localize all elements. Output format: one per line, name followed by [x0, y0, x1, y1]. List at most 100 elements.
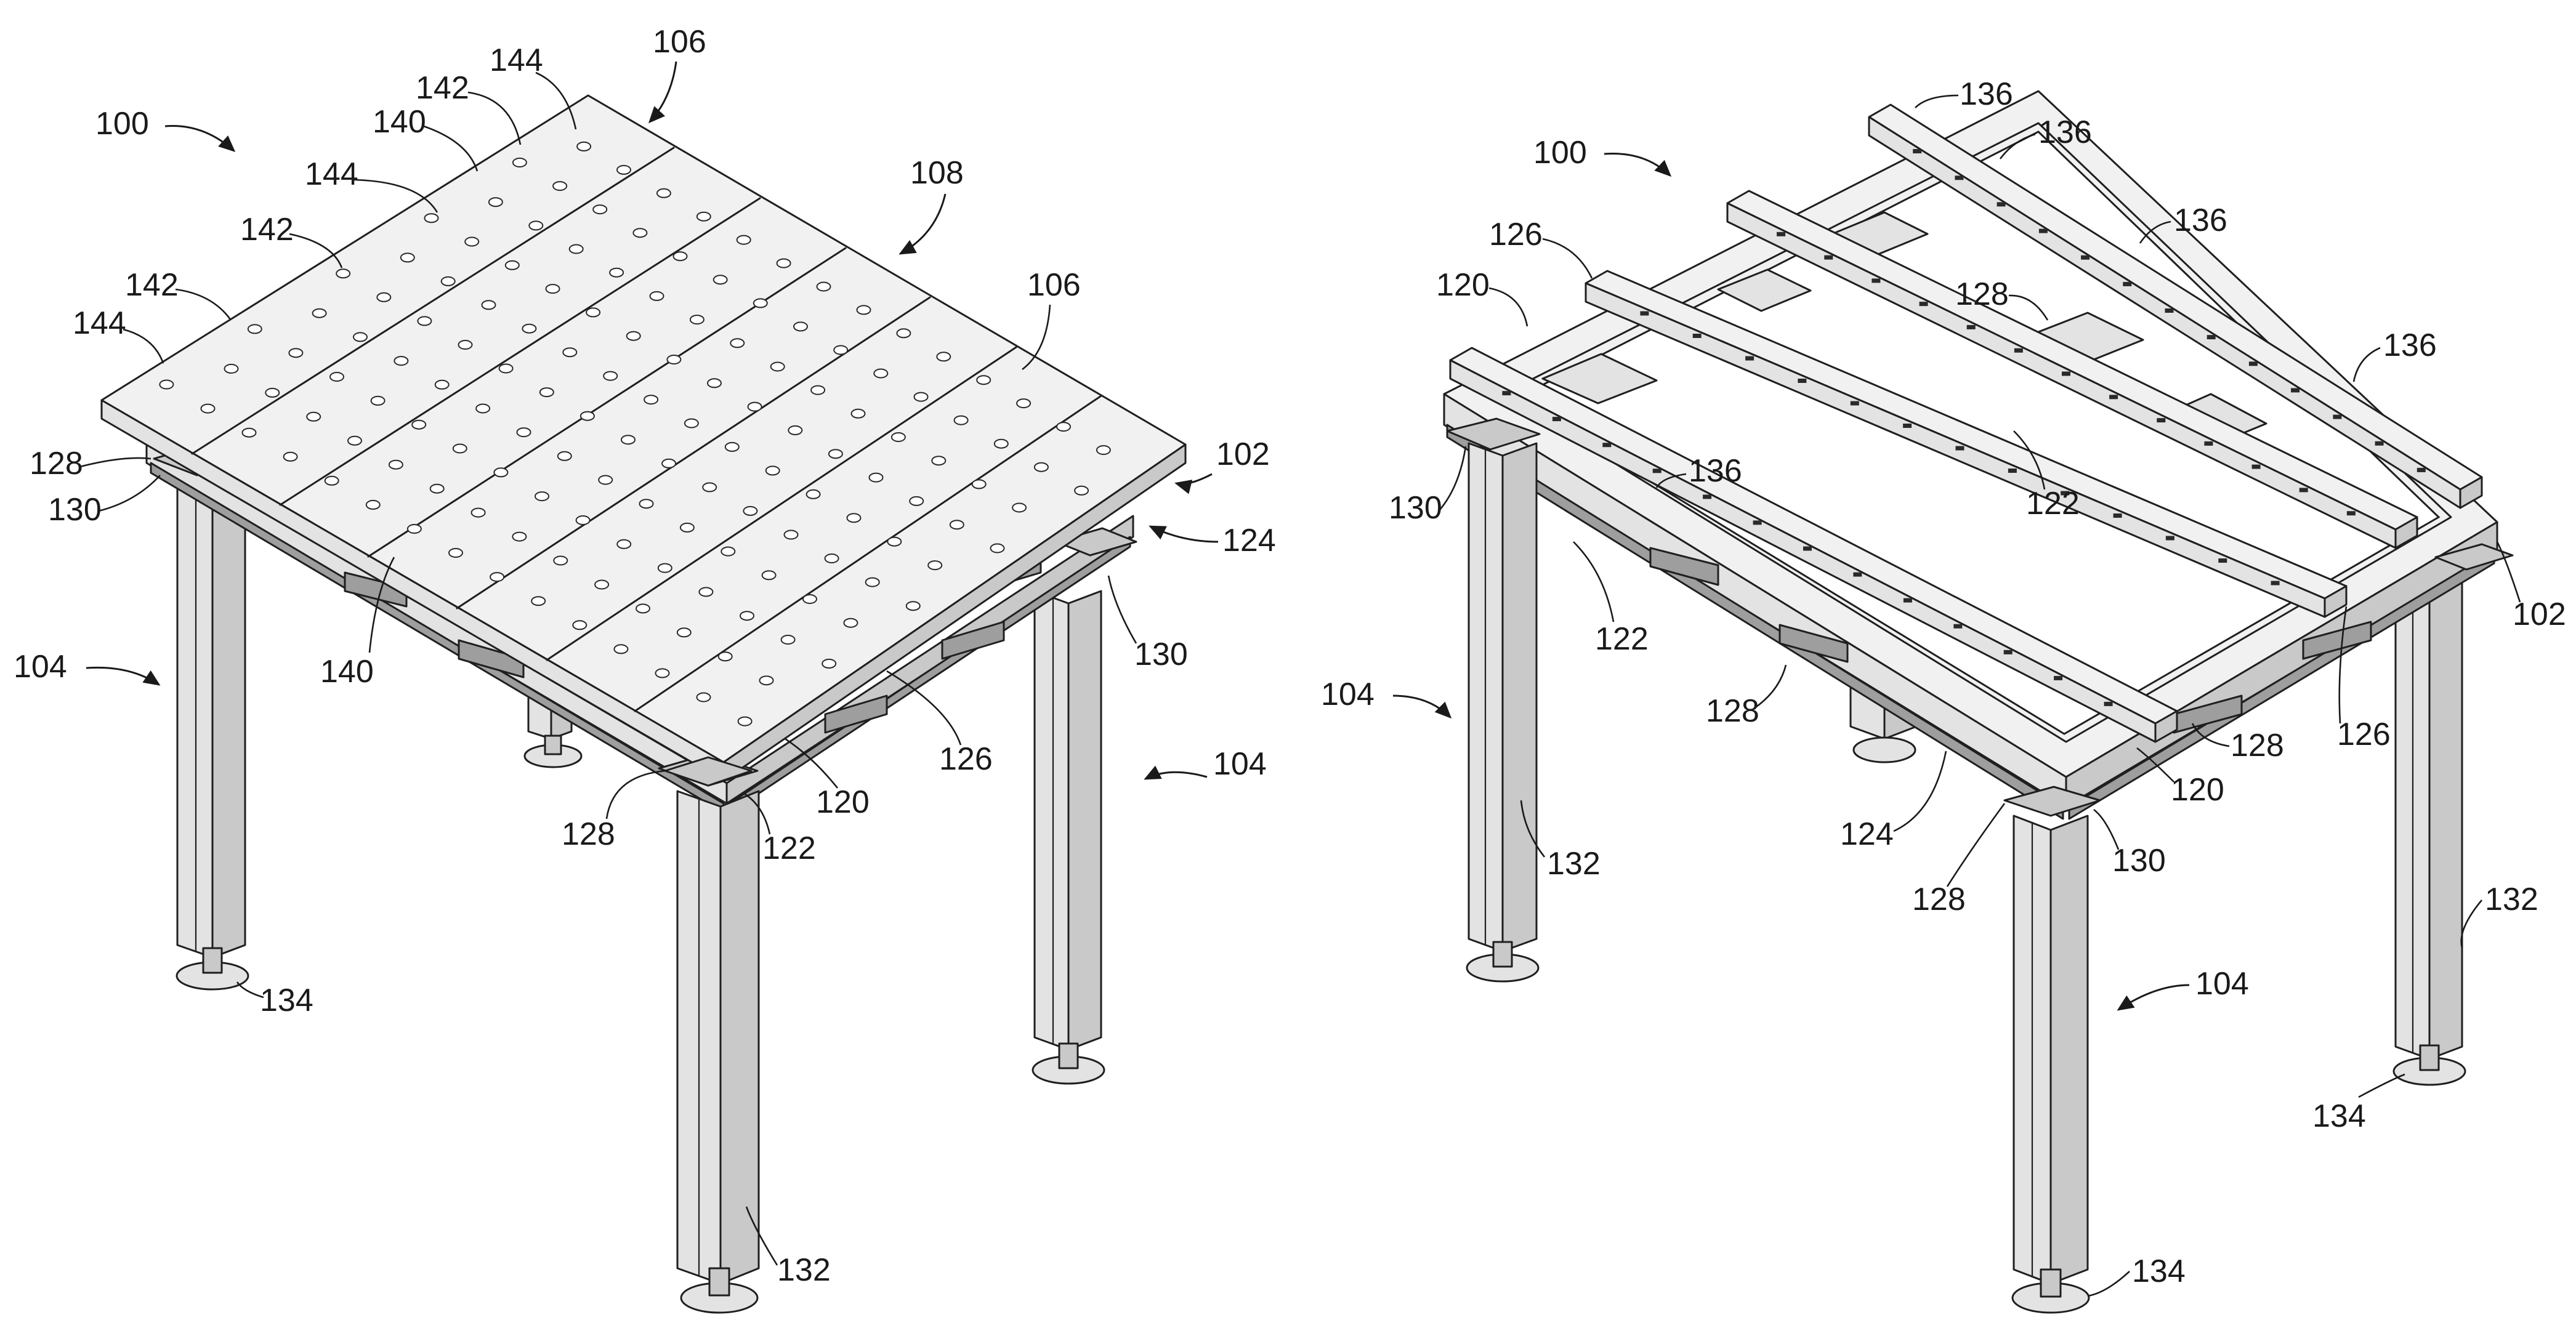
r-label-130-left: 130 [1389, 490, 1442, 526]
plate-hole [570, 245, 583, 254]
plate-hole [703, 483, 716, 491]
label-142-low: 142 [125, 267, 179, 303]
plate-hole [563, 348, 576, 356]
plate-hole [617, 540, 631, 549]
label-144-mid: 144 [305, 156, 358, 192]
plate-hole [330, 372, 344, 381]
plate-hole [677, 628, 691, 637]
r-label-104-left: 104 [1321, 677, 1375, 712]
plate-hole [573, 621, 586, 629]
plate-hole [794, 322, 807, 331]
rail-slot [1693, 334, 1702, 338]
plate-hole [721, 547, 735, 556]
label-142-top: 142 [416, 70, 469, 106]
plate-hole [766, 466, 780, 475]
rail-slot [1871, 278, 1880, 283]
plate-hole [644, 395, 658, 404]
plate-hole [636, 604, 650, 613]
plate-hole [394, 356, 408, 365]
label-140-top: 140 [373, 104, 426, 140]
rail-slot [2417, 468, 2426, 472]
plate-hole [408, 525, 421, 533]
rail-slot [1956, 446, 1964, 451]
plate-hole [614, 645, 628, 653]
plate-hole [610, 268, 623, 277]
plate-hole [336, 269, 350, 278]
rail-slot [2004, 650, 2013, 654]
label-126: 126 [939, 741, 993, 777]
plate-hole [633, 228, 647, 237]
plate-hole [522, 324, 536, 333]
rail-slot [1913, 149, 1921, 153]
plate-hole [977, 376, 990, 384]
label-108: 108 [910, 155, 964, 191]
rail-slot [2109, 395, 2118, 399]
plate-hole [667, 355, 680, 364]
label-100: 100 [95, 106, 149, 142]
plate-hole [325, 477, 339, 485]
plate-hole [248, 324, 262, 333]
plate-hole [658, 564, 672, 573]
plate-hole [785, 531, 798, 539]
r-label-136-e: 136 [1689, 453, 1742, 489]
plate-hole [531, 597, 545, 605]
plate-hole [910, 497, 923, 505]
plate-hole [418, 316, 431, 325]
plate-hole [699, 587, 713, 596]
plate-hole [674, 252, 687, 260]
rail-slot [2204, 441, 2213, 446]
plate-hole [453, 445, 467, 453]
r-leg-front-left [1467, 443, 1538, 981]
r-label-134-bottom: 134 [2132, 1254, 2186, 1289]
plate-hole [1097, 446, 1110, 454]
label-128-left: 128 [30, 446, 83, 481]
plate-hole [690, 315, 704, 324]
plate-hole [442, 277, 455, 286]
label-130-left: 130 [48, 492, 102, 528]
plate-hole [459, 340, 472, 349]
plate-hole [348, 437, 361, 445]
plate-hole [366, 501, 380, 509]
plate-hole [313, 309, 326, 318]
plate-hole [680, 523, 694, 532]
rail-slot [1653, 469, 1661, 473]
rail-slot [1552, 417, 1561, 421]
label-124: 124 [1222, 523, 1276, 558]
plate-hole [430, 485, 444, 493]
plate-hole [870, 473, 883, 482]
label-128-bottom: 128 [562, 816, 615, 852]
rail-slot [2218, 558, 2227, 563]
plate-hole [847, 513, 861, 522]
rail-slot [1640, 312, 1649, 316]
r-label-136-a: 136 [1960, 76, 2013, 112]
rail-slot [1904, 598, 1912, 603]
plate-hole [482, 300, 496, 309]
plate-hole [465, 238, 478, 246]
rail-slot [1953, 624, 1962, 629]
plate-hole [243, 429, 256, 437]
plate-hole [412, 421, 426, 429]
r-label-128-mid: 128 [1706, 693, 1759, 729]
plate-hole [932, 456, 945, 465]
plate-hole [617, 166, 631, 174]
label-140-low: 140 [320, 654, 374, 690]
label-134: 134 [260, 983, 313, 1018]
rail-slot [1853, 573, 1862, 577]
plate-hole [771, 363, 785, 371]
rail-slot [2008, 469, 2017, 473]
plate-hole [937, 352, 950, 361]
r-label-136-d: 136 [2383, 328, 2437, 363]
plate-hole [389, 461, 403, 469]
rail-slot [1967, 325, 1976, 329]
plate-hole [499, 364, 513, 373]
plate-hole [662, 459, 676, 468]
rail-slot [2375, 441, 2384, 446]
label-106-top: 106 [653, 24, 706, 60]
label-102: 102 [1216, 437, 1270, 472]
rail-slot [1703, 494, 1711, 499]
r-label-132-left: 132 [1547, 846, 1601, 882]
plate-hole [546, 284, 560, 293]
rail-slot [2014, 348, 2023, 353]
plate-hole [595, 581, 608, 589]
plate-hole [740, 611, 754, 620]
